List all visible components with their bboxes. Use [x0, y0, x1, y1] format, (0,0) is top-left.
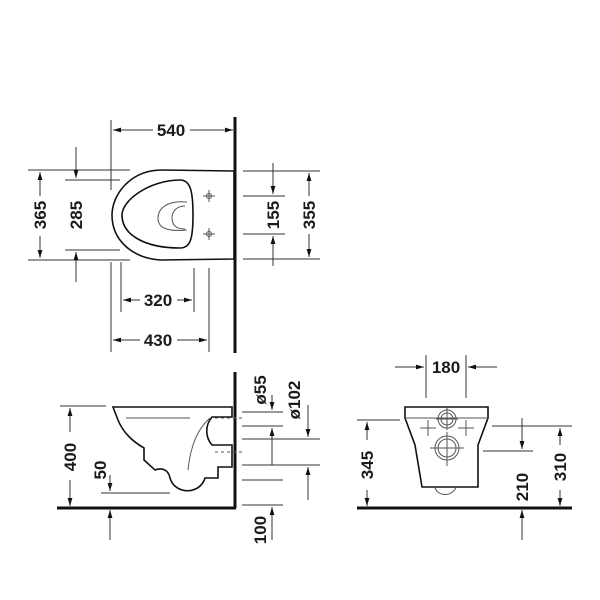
dim-100: 100: [251, 516, 270, 544]
dim-dia55: ø55: [251, 375, 270, 404]
dim-540: 540: [157, 121, 185, 140]
dim-320: 320: [144, 291, 172, 310]
dim-365: 365: [31, 201, 50, 229]
top-view: 540 365 285 320 430 155: [28, 117, 320, 353]
fixing-hole-icon: [203, 190, 215, 240]
inlet-hole-icon: [436, 408, 458, 430]
dim-155: 155: [264, 201, 283, 229]
dim-210: 210: [513, 473, 532, 501]
side-view: 400 50 ø55 ø102 100: [57, 372, 320, 544]
dim-345: 345: [358, 451, 377, 479]
dim-50: 50: [91, 461, 110, 480]
dim-430: 430: [144, 331, 172, 350]
bowl-outline-side: [111, 406, 233, 492]
front-view: 180 345 210 310: [357, 355, 572, 540]
outlet-hint-top: [157, 201, 188, 231]
dim-285: 285: [67, 201, 86, 229]
dim-180: 180: [432, 358, 460, 377]
dim-355: 355: [300, 201, 319, 229]
dim-dia102: ø102: [285, 381, 304, 420]
fixing-hole-icon: [420, 420, 474, 436]
dim-310: 310: [551, 453, 570, 481]
dim-400: 400: [61, 443, 80, 471]
seat-opening-top: [121, 179, 194, 249]
outlet-hole-icon: [430, 432, 464, 466]
